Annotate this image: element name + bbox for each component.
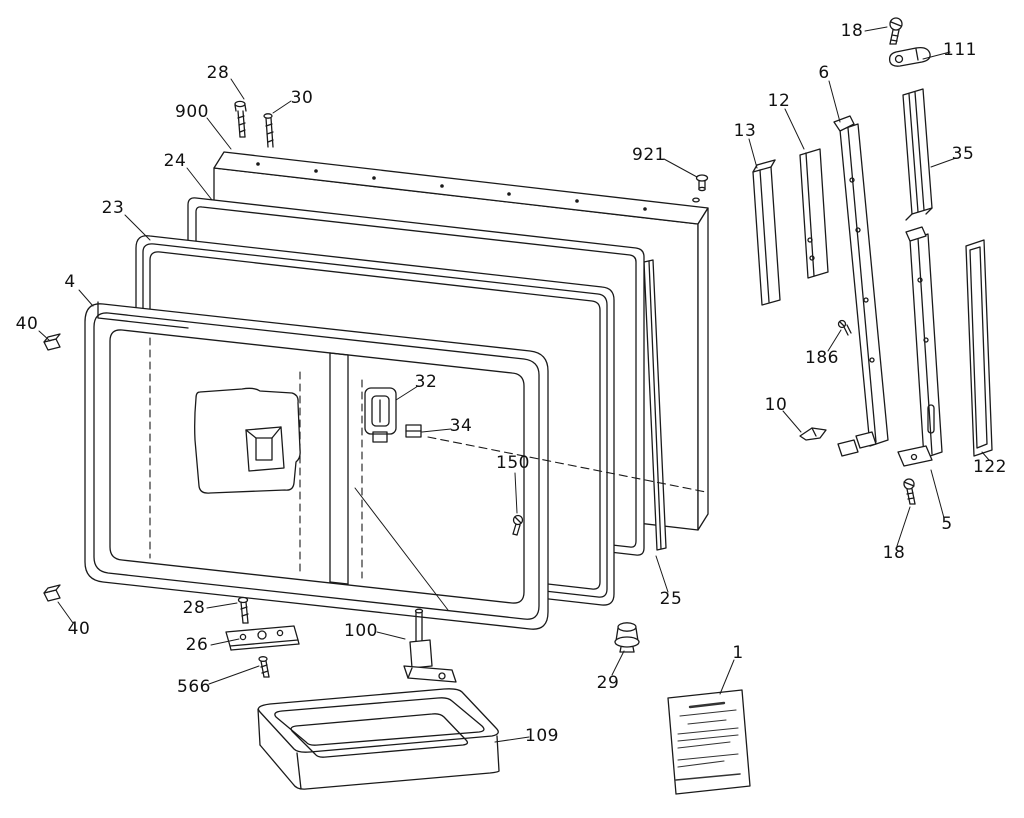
callout-900: 900 <box>175 102 209 122</box>
bracket-5 <box>897 226 943 467</box>
hinge-rail-6 <box>833 115 889 457</box>
screw-18-bottom <box>903 478 916 505</box>
callout-40-bottom: 40 <box>67 619 91 639</box>
channel-35 <box>902 88 933 221</box>
callout-150: 150 <box>496 453 530 473</box>
gasket-strip-25 <box>643 259 667 551</box>
hinge-plate-26 <box>225 625 300 651</box>
callout-122: 122 <box>973 457 1007 477</box>
callout-12: 12 <box>767 91 791 111</box>
callout-35: 35 <box>951 144 975 164</box>
screw-28-top <box>234 100 247 138</box>
callout-23: 23 <box>101 198 125 218</box>
panel-cutout <box>194 387 301 494</box>
breaker-strip-122 <box>965 239 993 457</box>
handle-recess-32 <box>364 387 397 443</box>
clip-40-top <box>43 333 61 351</box>
callout-10: 10 <box>764 395 788 415</box>
plug-29 <box>614 622 640 653</box>
screw-186 <box>837 319 852 336</box>
latch-34 <box>405 424 422 438</box>
cam-111 <box>888 46 931 67</box>
callout-18-top: 18 <box>840 21 864 41</box>
card-text-lines <box>675 701 741 781</box>
shell-top-holes <box>256 162 647 211</box>
callout-566: 566 <box>177 677 211 697</box>
callout-24: 24 <box>163 151 187 171</box>
inner-door-panel <box>84 301 549 630</box>
callout-6: 6 <box>818 63 830 83</box>
callout-28-bottom: 28 <box>182 598 206 618</box>
callout-921: 921 <box>632 145 666 165</box>
strip-13 <box>752 159 781 306</box>
callout-30: 30 <box>290 88 314 108</box>
grommet-921 <box>695 174 709 192</box>
callout-34: 34 <box>449 416 473 436</box>
drain-pan-109 <box>257 688 500 790</box>
alignment-dashed-line <box>427 436 707 493</box>
strip-12 <box>799 148 829 279</box>
callout-100: 100 <box>344 621 378 641</box>
callout-32: 32 <box>414 372 438 392</box>
screw-566 <box>258 656 270 678</box>
clip-40-bottom <box>43 584 61 602</box>
screw-30 <box>263 113 274 148</box>
callout-26: 26 <box>185 635 209 655</box>
instruction-card <box>667 689 751 795</box>
clip-10 <box>799 427 827 441</box>
callout-1: 1 <box>732 643 744 663</box>
leader-lines <box>38 26 990 743</box>
callout-18-bottom: 18 <box>882 543 906 563</box>
screw-18-top <box>889 17 903 45</box>
callout-28-top: 28 <box>206 63 230 83</box>
callout-13: 13 <box>733 121 757 141</box>
callout-5: 5 <box>941 514 953 534</box>
callout-109: 109 <box>525 726 559 746</box>
screw-150 <box>512 514 524 536</box>
callout-40-top: 40 <box>15 314 39 334</box>
panel-dashed-lines <box>149 337 363 579</box>
screw-28-bottom <box>237 596 249 624</box>
callout-111: 111 <box>943 40 977 60</box>
callout-4: 4 <box>64 272 76 292</box>
callout-186: 186 <box>805 348 839 368</box>
callout-29: 29 <box>596 673 620 693</box>
bottom-hinge-bracket-100 <box>403 608 457 683</box>
callout-25: 25 <box>659 589 683 609</box>
